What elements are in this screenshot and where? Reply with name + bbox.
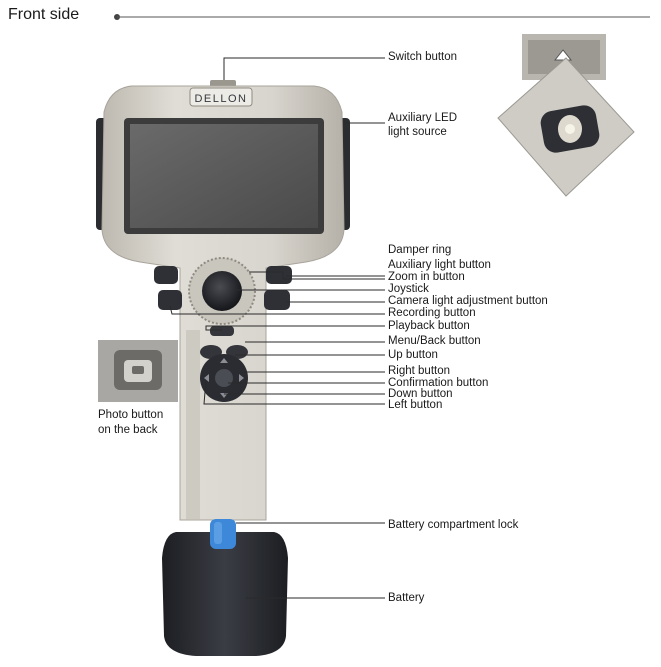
battery-lock-part (210, 519, 236, 549)
up-button-label: Up button (388, 349, 438, 361)
damper-ring-label: Damper ring (388, 244, 452, 256)
battery-label: Battery (388, 592, 425, 604)
photo-button-label-line1: Photo button (98, 409, 164, 421)
joystick-label: Joystick (388, 283, 429, 295)
aux-light-button-part (154, 266, 178, 284)
menu-back-button-label: Menu/Back button (388, 335, 481, 347)
dpad-up-arrow (220, 358, 228, 363)
camera-light-button-label: Camera light adjustment button (388, 295, 548, 307)
aux-light-button-label: Auxiliary light button (388, 259, 491, 271)
handle-shade (186, 330, 200, 520)
screen (130, 124, 318, 228)
confirmation-button-label: Confirmation button (388, 377, 489, 389)
switch-button-label: Switch button (388, 51, 458, 63)
led-inset (497, 34, 635, 197)
battery-lock-highlight (214, 522, 222, 544)
brand-plate (189, 87, 253, 107)
dpad-left-arrow (204, 374, 209, 382)
zoom-in-button-part (266, 266, 292, 284)
confirmation-button-part (215, 369, 233, 387)
recording-button-label: Recording button (388, 307, 476, 319)
camera-light-button-part (264, 290, 290, 310)
right-button-label: Right button (388, 365, 451, 377)
battery-lock-label: Battery compartment lock (388, 519, 519, 531)
photo-button-inset (98, 340, 178, 402)
joystick-part (202, 271, 242, 311)
playback-button-label: Playback button (388, 320, 470, 332)
zoom-in-button-label: Zoom in button (388, 271, 465, 283)
dpad-right-arrow (239, 374, 244, 382)
playback-button-part (210, 326, 234, 336)
leader-lines (169, 57, 385, 599)
section-heading: Front side (8, 6, 80, 23)
aux-led-label-line1: Auxiliary LED (388, 112, 458, 124)
heading-rule (114, 14, 650, 20)
brand-logo: DELLON (194, 93, 247, 105)
battery-part (162, 532, 288, 656)
left-button-label: Left button (388, 399, 443, 411)
aux-led-label-line2: light source (388, 126, 447, 138)
recording-button-part (158, 290, 182, 310)
photo-button-label-line2: on the back (98, 424, 158, 436)
down-button-label: Down button (388, 388, 453, 400)
